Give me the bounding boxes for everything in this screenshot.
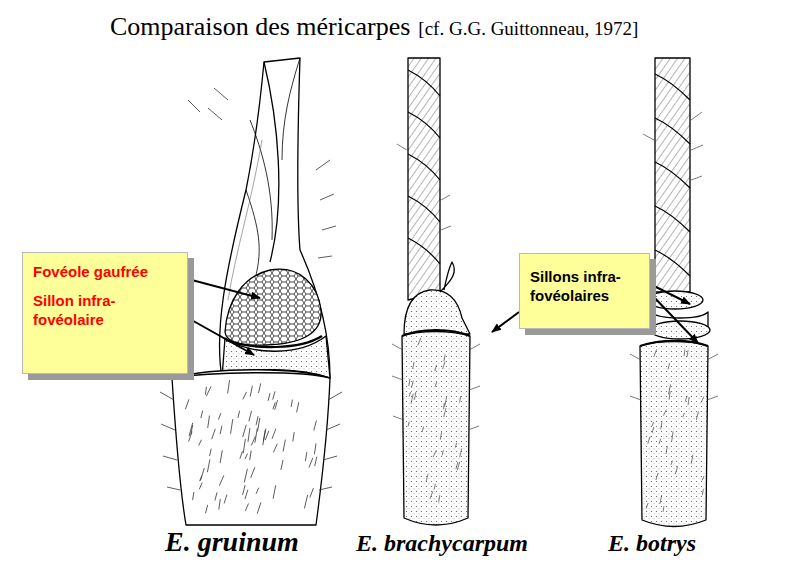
title: Comparaison des méricarpes [110, 12, 410, 42]
callout-heading: Sillons infra- fovéolaires [530, 267, 639, 305]
heading-line: Comparaison des méricarpes [cf. G.G. Guit… [110, 12, 638, 42]
citation: [cf. G.G. Guittonneau, 1972] [418, 18, 638, 40]
callout-box: Sillons infra- fovéolaires [519, 253, 650, 329]
species-name: E. gruinum [165, 526, 299, 558]
callout-heading: Fovéole gaufrée [33, 262, 177, 281]
callout-text: Sillon infra- fovéolaire [33, 291, 177, 329]
callout-box: Fovéole gaufréeSillon infra- fovéolaire [22, 252, 188, 374]
species-name: E. botrys [608, 530, 696, 557]
species-name: E. brachycarpum [356, 530, 528, 557]
